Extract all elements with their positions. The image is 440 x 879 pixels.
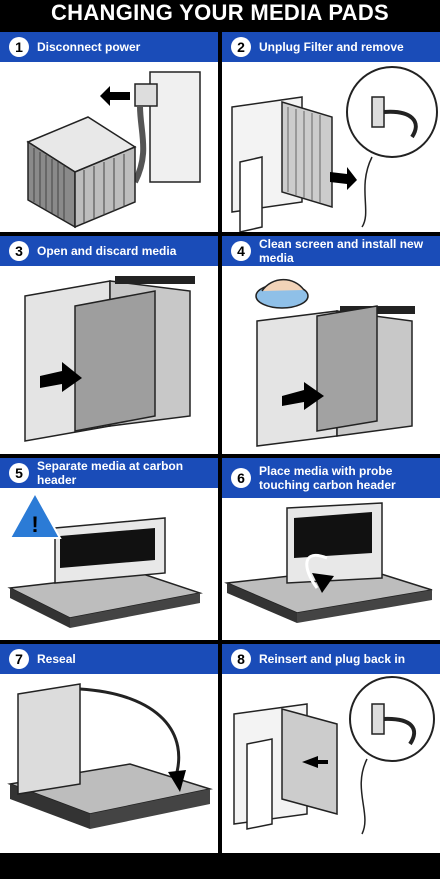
arrow-icon — [330, 167, 357, 190]
step-5-number: 5 — [9, 463, 29, 483]
step-3-number: 3 — [9, 241, 29, 261]
step-2-number: 2 — [231, 37, 251, 57]
step-3-header: 3 Open and discard media — [0, 236, 218, 266]
step-8-label: Reinsert and plug back in — [259, 652, 405, 666]
step-7-illustration — [0, 674, 218, 853]
step-5-illustration: ! — [0, 488, 218, 640]
step-5-panel: 5 Separate media at carbon header ! — [0, 458, 218, 640]
step-6-panel: 6 Place media with probe touching carbon… — [222, 458, 440, 640]
disconnect-power-drawing — [0, 62, 218, 232]
step-2-header: 2 Unplug Filter and remove — [222, 32, 440, 62]
step-6-label: Place media with probe touching carbon h… — [259, 464, 440, 492]
separate-media-drawing: ! — [0, 488, 218, 640]
footer-bar — [0, 853, 440, 879]
step-2-illustration — [222, 62, 440, 232]
step-8-number: 8 — [231, 649, 251, 669]
step-3-label: Open and discard media — [37, 244, 176, 258]
step-5-label: Separate media at carbon header — [37, 459, 218, 487]
power-plug-icon — [372, 704, 384, 734]
step-4-panel: 4 Clean screen and install new media — [222, 236, 440, 454]
step-2-label: Unplug Filter and remove — [259, 40, 404, 54]
step-4-header: 4 Clean screen and install new media — [222, 236, 440, 266]
step-1-header: 1 Disconnect power — [0, 32, 218, 62]
power-plug-icon — [135, 84, 157, 106]
step-5-header: 5 Separate media at carbon header — [0, 458, 218, 488]
step-6-header: 6 Place media with probe touching carbon… — [222, 458, 440, 498]
step-6-number: 6 — [231, 468, 251, 488]
step-1-label: Disconnect power — [37, 40, 140, 54]
clean-install-drawing — [222, 266, 440, 454]
step-4-illustration — [222, 266, 440, 454]
place-media-drawing — [222, 498, 440, 640]
step-3-panel: 3 Open and discard media — [0, 236, 218, 454]
step-4-label: Clean screen and install new media — [259, 237, 440, 265]
step-8-panel: 8 Reinsert and plug back in — [222, 644, 440, 853]
step-1-illustration — [0, 62, 218, 232]
step-7-panel: 7 Reseal — [0, 644, 218, 853]
arrow-icon — [100, 86, 130, 106]
step-2-panel: 2 Unplug Filter and remove — [222, 32, 440, 232]
step-8-header: 8 Reinsert and plug back in — [222, 644, 440, 674]
power-plug-icon — [372, 97, 384, 127]
step-7-number: 7 — [9, 649, 29, 669]
step-6-illustration — [222, 498, 440, 640]
step-7-header: 7 Reseal — [0, 644, 218, 674]
step-1-panel: 1 Disconnect power — [0, 32, 218, 232]
reseal-drawing — [0, 674, 218, 853]
reinsert-drawing — [222, 674, 440, 853]
svg-text:!: ! — [31, 512, 38, 537]
step-8-illustration — [222, 674, 440, 853]
open-discard-drawing — [0, 266, 218, 454]
step-3-illustration — [0, 266, 218, 454]
step-7-label: Reseal — [37, 652, 76, 666]
page-title: CHANGING YOUR MEDIA PADS — [0, 0, 440, 30]
step-4-number: 4 — [231, 241, 251, 261]
unplug-filter-drawing — [222, 62, 440, 232]
step-1-number: 1 — [9, 37, 29, 57]
